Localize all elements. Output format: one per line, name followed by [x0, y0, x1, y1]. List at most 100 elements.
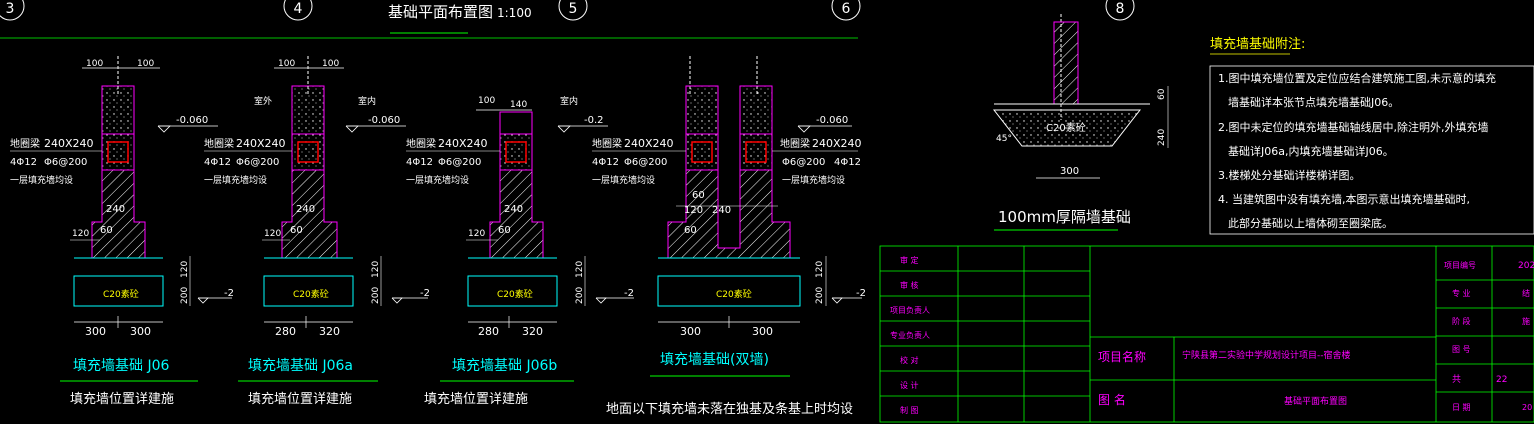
note-line-4: 基础详J06a,内填充墙基础详J06。: [1228, 144, 1394, 158]
dim-240: 240: [106, 204, 125, 215]
footing-label: C20素砼: [716, 288, 752, 300]
dim-60: 60: [100, 225, 113, 236]
base-dim-right: 320: [522, 325, 543, 338]
elev-label-right: 室内: [358, 95, 376, 107]
dim-200: 200: [575, 287, 585, 304]
dim-200: 200: [180, 287, 190, 304]
beam-label: 地圈梁: [10, 137, 40, 150]
drawing-label: 图 名: [1098, 392, 1126, 407]
dim-240: 240: [296, 204, 315, 215]
beam-size: 240X240: [44, 137, 94, 150]
right-label-5: 共: [1452, 374, 1461, 385]
bottom-elev: -2: [856, 288, 866, 299]
dim-120: 120: [72, 229, 89, 239]
axis-label-4: 4: [294, 1, 303, 17]
right-label-6: 日 期: [1452, 403, 1471, 412]
section-j06b: 100 140 室内 C20素砼 地圈梁 240X240 4Φ12 Φ6@200…: [406, 95, 634, 407]
note-line-1: 1.图中填充墙位置及定位应结合建筑施工图,未示意的填充: [1218, 71, 1496, 85]
right-label-4: 图 号: [1452, 345, 1471, 354]
elevation: -0.2: [584, 115, 604, 126]
section-title: 填充墙基础 J06: [73, 357, 169, 374]
right-label-3: 阶 段: [1452, 316, 1471, 326]
dim-120b: 120: [371, 261, 381, 278]
section-note: 填充墙位置详建施: [424, 391, 528, 407]
axis-label-6: 6: [842, 1, 851, 17]
beam-size-left: 240X240: [624, 137, 674, 150]
wall-note: 一层填充墙均设: [10, 174, 73, 186]
elevation: -0.060: [816, 115, 848, 126]
notes-block: 填充墙基础附注: 1.图中填充墙位置及定位应结合建筑施工图,未示意的填充 墙基础…: [1209, 36, 1534, 235]
dim-120: 120: [264, 229, 281, 239]
role-3: 项目负责人: [890, 305, 930, 315]
partition-dim-240: 240: [1157, 129, 1167, 146]
axis-bubble-4: [283, 0, 313, 21]
beam-size-right: 240X240: [812, 137, 862, 150]
bottom-elev: -2: [224, 288, 234, 299]
wall-note-right: 一层填充墙均设: [782, 174, 845, 186]
top-dim-left: 100: [478, 96, 495, 106]
rebar-main: 4Φ12: [204, 157, 231, 168]
beam-size: 240X240: [236, 137, 286, 150]
section-title: 填充墙基础(双墙): [660, 351, 769, 368]
notes-heading: 填充墙基础附注:: [1210, 36, 1305, 52]
right-value-5: 22: [1496, 375, 1507, 385]
axis-bubble-6: [831, 0, 861, 21]
top-dim-left: 100: [278, 59, 295, 69]
rebar-stirrup-left: Φ6@200: [624, 157, 667, 168]
note-line-3: 2.图中未定位的填充墙基础轴线居中,除注明外,外填充墙: [1218, 120, 1489, 134]
partition-dim-60: 60: [1157, 88, 1167, 100]
title-block: [879, 245, 1534, 423]
axis-label-5: 5: [569, 1, 578, 17]
base-dim-right: 300: [130, 325, 151, 338]
beam-size: 240X240: [438, 137, 488, 150]
axis-label-8: 8: [1116, 1, 1125, 17]
note-line-6: 4. 当建筑图中没有填充墙,本图示意出填充墙基础时,: [1218, 192, 1470, 206]
beam-label-right: 地圈梁: [780, 137, 810, 150]
title-block-text: 审 定 审 核 项目负责人 专业负责人 校 对 设 计 制 图 项目名称 宁陕县…: [890, 255, 1534, 415]
dim-120b: 120: [815, 261, 825, 278]
beam-label-left: 地圈梁: [592, 137, 622, 150]
base-dim-left: 280: [478, 325, 499, 338]
dim-120: 120: [468, 229, 485, 239]
base-dim-left: 280: [275, 325, 296, 338]
project-name: 宁陕县第二实验中学规划设计项目--宿舍楼: [1182, 349, 1351, 361]
project-label: 项目名称: [1098, 349, 1146, 364]
role-4: 专业负责人: [890, 330, 930, 340]
section-note: 填充墙位置详建施: [248, 391, 352, 407]
beam-label: 地圈梁: [406, 137, 436, 150]
base-dim-right: 300: [752, 325, 773, 338]
role-1: 审 定: [900, 255, 919, 265]
top-dim-right: 140: [510, 100, 527, 110]
role-5: 校 对: [900, 355, 919, 365]
elevation: -0.060: [176, 115, 208, 126]
footing-label: C20素砼: [293, 288, 329, 300]
section-j06a: 100 100 室外 室内 C20素砼 地圈梁 240X240 4Φ12 Φ6@…: [204, 56, 430, 407]
section-title: 填充墙基础 J06a: [248, 357, 353, 374]
right-label-2: 专 业: [1452, 288, 1471, 298]
section-title: 填充墙基础 J06b: [452, 357, 557, 374]
base-dim-left: 300: [680, 325, 701, 338]
wall-note: 一层填充墙均设: [204, 174, 267, 186]
header-axes: 3 4 5 6 8 基础平面布置图 1:100: [0, 0, 1135, 39]
rebar-main: 4Φ12: [406, 157, 433, 168]
partition-footing-label: C20素砼: [1046, 121, 1086, 134]
axis-bubble-5: [558, 0, 588, 21]
right-value-3: 施: [1522, 316, 1530, 326]
role-6: 设 计: [900, 380, 919, 390]
rebar-main-left: 4Φ12: [592, 157, 619, 168]
top-dim-right: 100: [137, 59, 154, 69]
wall-note: 一层填充墙均设: [406, 174, 469, 186]
rebar-stirrup-right: Φ6@200: [782, 157, 825, 168]
drawing-scale: 1:100: [497, 6, 532, 20]
rebar-main: 4Φ12: [10, 157, 37, 168]
section-j06: 100 100 C20素砼 地圈梁 240X240 4Φ12 Φ6@200 一层…: [10, 56, 234, 407]
right-value-1: 202: [1518, 261, 1534, 271]
section-note: 地面以下填充墙未落在独基及条基上时均设: [606, 401, 853, 417]
wall-note-left: 一层填充墙均设: [592, 174, 655, 186]
dim-200: 200: [371, 287, 381, 304]
role-7: 制 图: [900, 405, 919, 415]
elevation: -0.060: [368, 115, 400, 126]
bottom-elev: -2: [624, 288, 634, 299]
dim-60a: 60: [692, 190, 705, 201]
